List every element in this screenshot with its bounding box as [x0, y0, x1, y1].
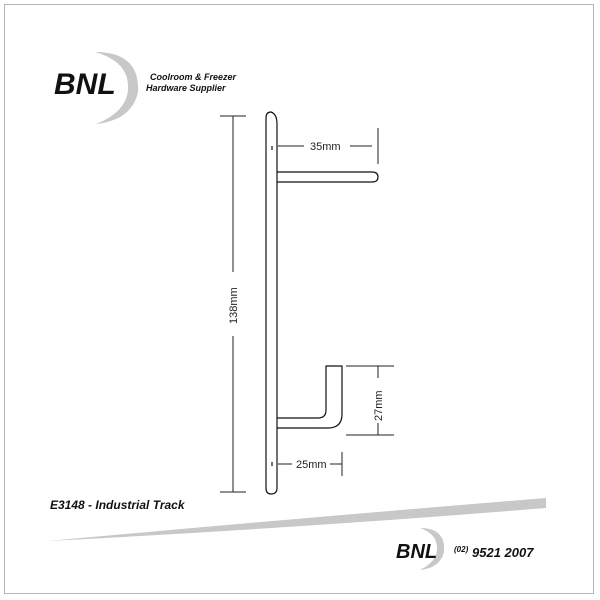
track-profile [265, 111, 379, 495]
footer-logo-swoosh-icon [420, 528, 445, 570]
profile-bottom-hook [277, 365, 343, 429]
header-logo: BNL Coolroom & Freezer Hardware Supplier [54, 52, 237, 124]
footer-logo: BNL [396, 528, 445, 570]
dim-label-hook-height: 27mm [373, 390, 385, 421]
profile-top-arm [277, 171, 379, 183]
page-frame [4, 4, 594, 594]
footer-logo-text: BNL [396, 541, 437, 563]
phone-number: 9521 2007 [472, 545, 534, 560]
dim-label-bottom-arm: 25mm [296, 459, 327, 471]
phone-area-code: (02) [454, 545, 469, 554]
dim-label-total-height: 138mm [228, 287, 240, 324]
profile-vertical-web [265, 111, 278, 495]
dimension-lines [220, 115, 394, 493]
logo-tagline-line1: Coolroom & Freezer [150, 72, 237, 82]
logo-tagline-line2: Hardware Supplier [146, 83, 226, 93]
logo-swoosh-icon [95, 52, 139, 124]
product-caption: E3148 - Industrial Track [50, 498, 186, 512]
dim-label-top-arm: 35mm [310, 141, 341, 153]
logo-text: BNL [54, 68, 116, 101]
footer-swoosh-band [48, 498, 546, 541]
